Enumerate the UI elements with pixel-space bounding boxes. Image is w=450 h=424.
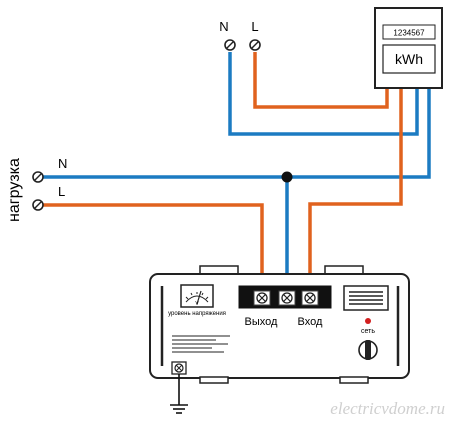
input-label: Вход: [298, 316, 323, 328]
load-phase-wire: [40, 203, 264, 292]
meter-counter: 1234567: [393, 29, 425, 38]
meter-unit-label: kWh: [395, 51, 423, 67]
neutral-bus-wire: [40, 88, 431, 179]
load-neutral-label: N: [58, 156, 67, 171]
voltage-level-label: уровень напряжения: [168, 311, 226, 317]
nameplate-lines: [172, 335, 230, 353]
output-label: Выход: [245, 316, 278, 328]
power-switch[interactable]: [358, 340, 378, 360]
watermark: electricvdome.ru: [330, 399, 445, 418]
terminal-screw-input[interactable]: [301, 290, 319, 306]
stabilizer-foot-right: [339, 376, 369, 384]
load-neutral-terminal[interactable]: [32, 171, 44, 183]
vent-grille: [343, 285, 389, 311]
source-phase-label: L: [251, 19, 258, 34]
svg-text:V: V: [195, 301, 199, 307]
power-label: сеть: [361, 328, 375, 335]
terminal-screw-neutral[interactable]: [278, 290, 296, 306]
voltage-stabilizer: V уровень напряжения Выход Вход: [149, 265, 410, 384]
source-neutral-terminal[interactable]: [224, 39, 236, 51]
source-phase-terminal[interactable]: [249, 39, 261, 51]
ground-icon: [170, 374, 188, 414]
load-terminals: нагрузка N L: [6, 156, 67, 222]
source-neutral-label: N: [219, 19, 228, 34]
voltage-needle: [196, 290, 202, 305]
meter-display: [382, 44, 436, 74]
electricity-meter: 1234567 kWh: [374, 7, 443, 89]
terminal-screw-output[interactable]: [253, 290, 271, 306]
stabilizer-foot-left: [199, 376, 229, 384]
meter-counter-window: [382, 24, 436, 40]
meter-phase-out-wire: [308, 88, 403, 292]
neutral-junction-dot: [281, 171, 293, 183]
power-led: [365, 318, 371, 324]
load-side-label: нагрузка: [6, 158, 23, 222]
load-phase-terminal[interactable]: [32, 199, 44, 211]
source-terminals: N L: [219, 19, 261, 51]
source-neutral-wire: [228, 52, 419, 136]
ground-terminal[interactable]: [171, 361, 187, 375]
load-phase-label: L: [58, 184, 65, 199]
source-phase-wire: [253, 52, 389, 109]
voltage-level-meter: V: [180, 284, 214, 308]
wires: [40, 52, 431, 292]
